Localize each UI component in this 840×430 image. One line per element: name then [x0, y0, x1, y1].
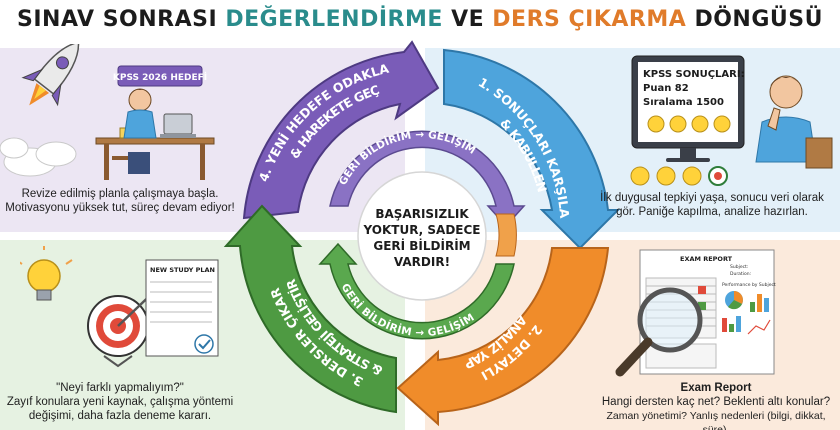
arrow-step-4 — [242, 40, 440, 220]
bottom-left-caption-line-2: Zayıf konulara yeni kaynak, çalışma yönt… — [6, 396, 234, 408]
title-part-4: DERS ÇIKARMA — [492, 7, 687, 32]
title-bar: SINAV SONRASI DEĞERLENDİRME VE DERS ÇIKA… — [0, 0, 840, 40]
center-circle — [357, 171, 487, 301]
screen-line-1: KPSS SONUÇLARI: — [643, 69, 745, 80]
smoke-cloud-icon — [0, 137, 77, 177]
arrow-step-1 — [443, 48, 621, 250]
inner-loop-bottom — [318, 242, 515, 340]
thinking-student-icon — [755, 75, 833, 169]
top-left-caption: Revize edilmiş planla çalışmaya başla. M… — [0, 187, 240, 215]
title-part-2: DEĞERLENDİRME — [225, 7, 443, 32]
bottom-left-illustration: NEW STUDY PLAN — [20, 246, 219, 368]
bottom-right-caption-line-2: Zaman yönetimi? Yanlış nedenleri (bilgi,… — [606, 410, 826, 430]
top-right-caption-line-1: İlk duygusal tepkiyi yaşa, sonucu veri o… — [600, 192, 824, 204]
title-part-1: SINAV SONRASI — [17, 7, 226, 32]
emoji-faces-icon — [630, 166, 728, 186]
plan-title: NEW STUDY PLAN — [150, 266, 215, 274]
top-right-illustration: KPSS SONUÇLARI: Puan 82 Sıralama 1500 — [630, 55, 833, 186]
report-title: EXAM REPORT — [680, 255, 733, 263]
screen-line-2: Puan 82 — [643, 83, 689, 94]
top-right-caption-line-2: gör. Paniğe kapılma, analize hazırlan. — [616, 206, 808, 218]
report-subject: Subject: — [730, 264, 748, 270]
title-part-5: DÖNGÜSÜ — [686, 7, 823, 32]
report-chart-title: Performance by Subject — [722, 282, 776, 288]
page-title: SINAV SONRASI DEĞERLENDİRME VE DERS ÇIKA… — [17, 7, 823, 32]
lightbulb-icon — [20, 246, 73, 301]
rocket-icon — [21, 44, 80, 107]
checklist-icon: NEW STUDY PLAN — [145, 259, 219, 357]
magnifier-icon — [615, 287, 703, 377]
monitor-icon: KPSS SONUÇLARI: Puan 82 Sıralama 1500 — [631, 55, 745, 162]
goal-flag: KPSS 2026 HEDEFİ — [113, 65, 207, 87]
center-line-2: YOKTUR, SADECE — [363, 223, 481, 237]
top-left-caption-line-1: Revize edilmiş planla çalışmaya başla. — [21, 188, 219, 200]
target-icon — [87, 278, 168, 368]
bottom-right-caption: Exam Report Hangi dersten kaç net? Bekle… — [596, 381, 836, 430]
bottom-left-caption-line-1: "Neyi farklı yapmalıyım?" — [56, 382, 184, 394]
top-left-illustration: KPSS 2026 HEDEFİ — [0, 44, 215, 180]
center-line-4: VARDIR! — [394, 255, 450, 269]
bottom-right-illustration: EXAM REPORT Subject: Duration: Performan… — [615, 249, 776, 377]
inner-loop-right — [495, 213, 517, 257]
screen-line-3: Sıralama 1500 — [643, 97, 724, 108]
bottom-left-caption: "Neyi farklı yapmalıyım?" Zayıf konulara… — [0, 381, 240, 423]
screen-faces-icon — [647, 115, 731, 133]
arrow-step-2 — [396, 247, 610, 427]
inner-loop-top — [329, 130, 526, 228]
goal-flag-text: KPSS 2026 HEDEFİ — [113, 72, 207, 83]
arrow-step-3 — [223, 204, 397, 414]
bottom-right-caption-title: Exam Report — [680, 382, 752, 394]
report-duration: Duration: — [730, 271, 751, 277]
center-line-1: BAŞARISIZLIK — [375, 207, 469, 221]
student-at-laptop-icon — [95, 88, 215, 180]
title-part-3: VE — [442, 7, 493, 32]
bottom-left-caption-line-3: değişimi, daha fazla deneme kararı. — [28, 410, 212, 422]
bottom-right-caption-line-1: Hangi dersten kaç net? Beklenti altı kon… — [601, 396, 831, 408]
top-right-caption: İlk duygusal tepkiyi yaşa, sonucu veri o… — [592, 191, 832, 219]
top-left-caption-line-2: Motivasyonu yüksek tut, süreç devam ediy… — [5, 202, 235, 214]
center-line-3: GERİ BİLDİRİM — [373, 238, 470, 253]
